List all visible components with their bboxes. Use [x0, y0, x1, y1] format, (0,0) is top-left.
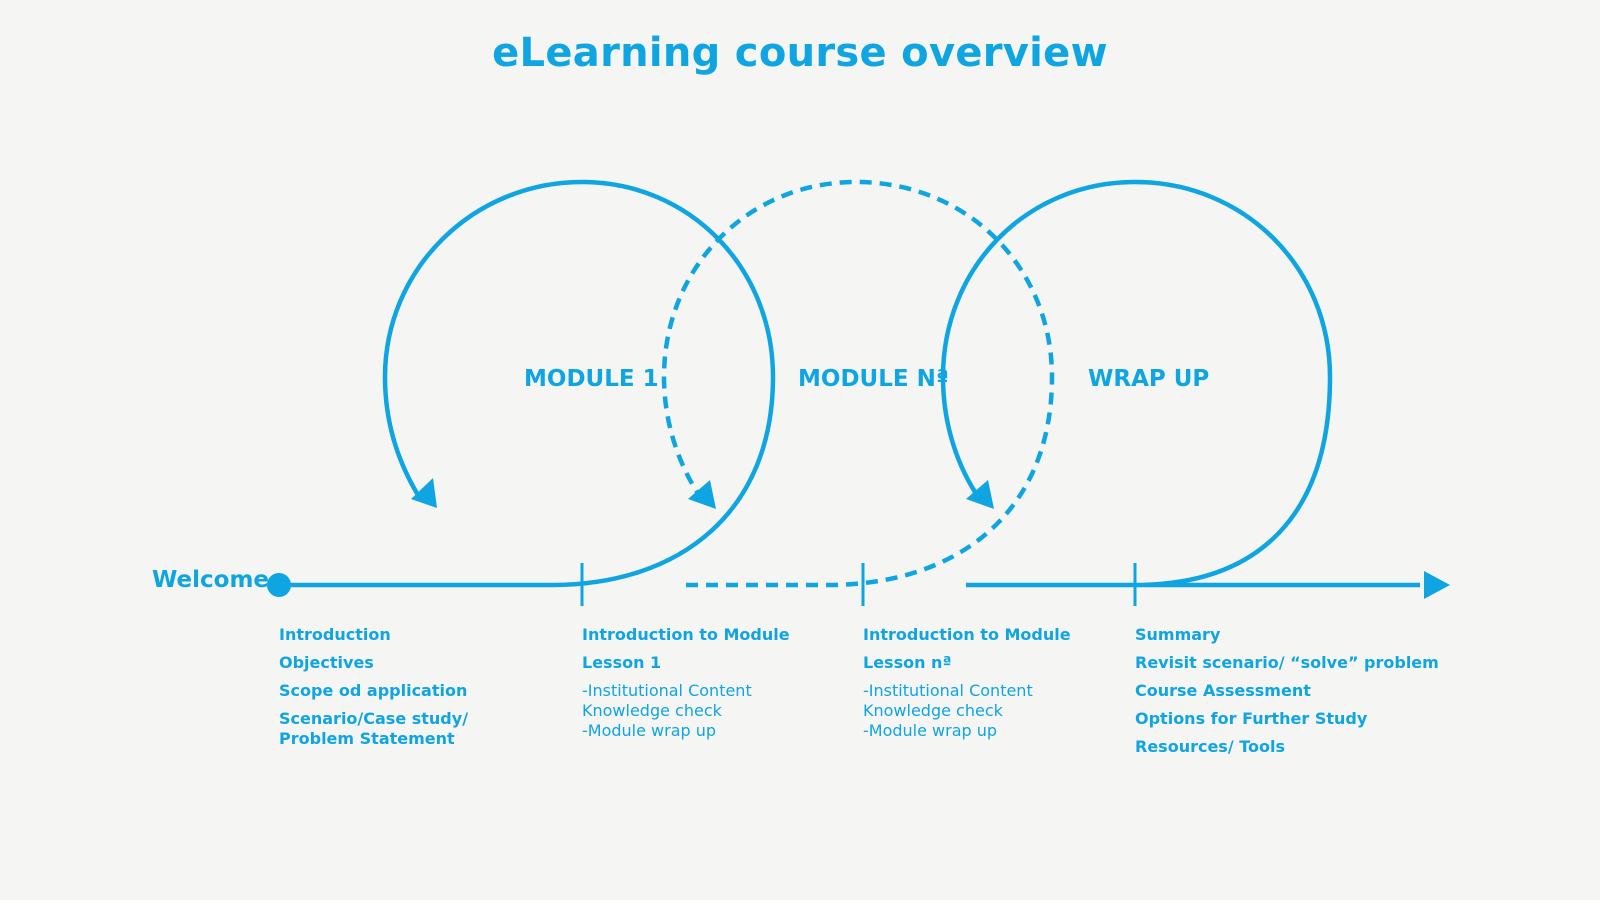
- module1-loop: [290, 179, 776, 588]
- module-n-bold-item: Lesson nª: [863, 653, 952, 672]
- welcome-start-dot: [267, 573, 291, 597]
- module1-bold-item: Introduction to Module: [582, 625, 790, 644]
- module1-label: MODULE 1: [524, 366, 659, 392]
- module1-regular-item: Knowledge check: [582, 701, 722, 720]
- module-n-loop: [661, 179, 1055, 588]
- module-n-bold-item: Introduction to Module: [863, 625, 1071, 644]
- welcome-item: Objectives: [279, 653, 374, 672]
- module-n-column: Introduction to Module Lesson nª -Instit…: [863, 625, 1071, 741]
- welcome-item: Problem Statement: [279, 729, 455, 748]
- welcome-item: Scenario/Case study/: [279, 709, 469, 728]
- module1-regular-item: -Module wrap up: [582, 721, 717, 740]
- welcome-column: Introduction Objectives Scope od applica…: [279, 625, 468, 757]
- wrap-up-item: Options for Further Study: [1135, 709, 1368, 728]
- page-title: eLearning course overview: [492, 30, 1108, 76]
- module-n-arrowhead: [688, 480, 716, 509]
- module1-column: Introduction to Module Lesson 1 -Institu…: [582, 625, 790, 741]
- wrap-up-column: Summary Revisit scenario/ “solve” proble…: [1135, 625, 1439, 765]
- welcome-item: Introduction: [279, 625, 391, 644]
- welcome-label: Welcome: [152, 567, 270, 593]
- module1-regular-item: -Institutional Content: [582, 681, 752, 700]
- module1-arrowhead: [411, 478, 437, 508]
- wrap-up-item: Resources/ Tools: [1135, 737, 1286, 756]
- module-n-label: MODULE Nª: [798, 366, 949, 392]
- wrap-up-loop: [940, 179, 1420, 588]
- wrap-up-item: Course Assessment: [1135, 681, 1311, 700]
- wrap-up-label: WRAP UP: [1088, 366, 1210, 392]
- module-n-regular-item: -Institutional Content: [863, 681, 1033, 700]
- module-n-regular-item: Knowledge check: [863, 701, 1003, 720]
- wrap-up-arrowhead: [966, 480, 994, 509]
- final-arrowhead: [1424, 571, 1450, 599]
- module-n-regular-item: -Module wrap up: [863, 721, 998, 740]
- wrap-up-item: Summary: [1135, 625, 1221, 644]
- module1-bold-item: Lesson 1: [582, 653, 662, 672]
- wrap-up-item: Revisit scenario/ “solve” problem: [1135, 653, 1439, 672]
- welcome-item: Scope od application: [279, 681, 468, 700]
